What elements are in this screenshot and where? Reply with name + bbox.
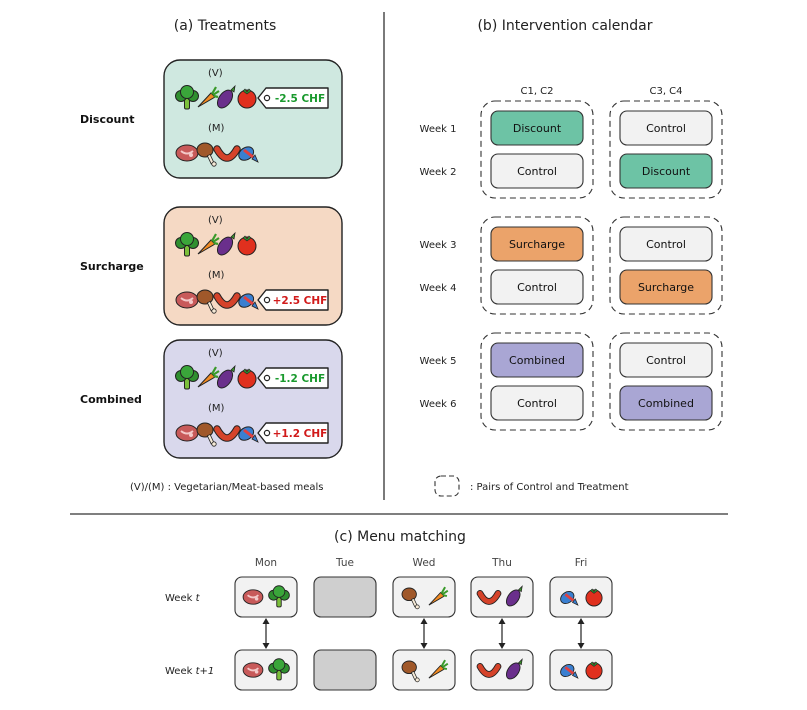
steak-icon: [242, 661, 264, 679]
treatment-combined: Combined (V) (M) -1.2 CHF +1.2 CHF: [80, 339, 343, 459]
calendar-title: (b) Intervention calendar: [477, 18, 652, 34]
treatment-label: Combined: [80, 393, 142, 406]
pair-dashed-frame: [480, 100, 594, 199]
calendar-cell-label: Control: [517, 281, 557, 294]
calendar-cell-label: Discount: [513, 122, 562, 135]
veg-price-tag-text: -1.2 CHF: [275, 373, 325, 385]
calendar-cell-discount: Discount: [490, 110, 584, 146]
menu-cell: [549, 576, 613, 618]
steak-icon: [242, 588, 264, 606]
day-label: Mon: [255, 557, 277, 569]
vm-legend: (V)/(M) : Vegetarian/Meat-based meals: [130, 482, 323, 493]
week-label: Week 4: [420, 283, 457, 294]
steak-icon: [175, 144, 199, 162]
treatment-label: Surcharge: [80, 260, 144, 273]
day-label: Wed: [413, 557, 436, 569]
calendar-cell-combined: Combined: [490, 342, 584, 378]
calendar-cell-control: Control: [490, 385, 584, 421]
calendar-cell-label: Surcharge: [638, 281, 694, 294]
pair-dashed-frame: [480, 332, 594, 431]
week-t-label: Week t: [165, 593, 201, 604]
calendar-cell-control: Control: [619, 110, 713, 146]
menu-cell: [549, 649, 613, 691]
veg-label: (V): [208, 215, 223, 226]
pair-dashed-frame: [609, 216, 723, 315]
veg-label: (V): [208, 348, 223, 359]
week-label: Week 2: [420, 167, 457, 178]
menu-cell-empty: [313, 649, 377, 691]
menu-cell: [392, 576, 456, 618]
treatments-panel: Discount (V) (M) -2.5 CHF Surcharge (V) (M) +2.…: [80, 59, 343, 459]
week-label: Week 3: [420, 240, 457, 251]
calendar-cell-label: Control: [646, 122, 686, 135]
calendar-cell-combined: Combined: [619, 385, 713, 421]
menu-cell-empty: [313, 576, 377, 618]
treatments-title: (a) Treatments: [174, 18, 276, 34]
pair-dashed-frame: [609, 332, 723, 431]
calendar-cell-label: Surcharge: [509, 238, 565, 251]
meat-label: (M): [208, 123, 225, 134]
calendar-cell-control: Control: [490, 269, 584, 305]
treatment-label: Discount: [80, 113, 134, 126]
day-label: Tue: [335, 557, 354, 569]
column-header: C1, C2: [520, 86, 553, 97]
treatment-discount: Discount (V) (M) -2.5 CHF: [80, 59, 343, 179]
menu-cell: [470, 649, 534, 691]
column-header: C3, C4: [649, 86, 682, 97]
calendar-cell-label: Control: [517, 397, 557, 410]
meat-label: (M): [208, 403, 225, 414]
day-label: Fri: [575, 557, 588, 569]
menu-cell: [392, 649, 456, 691]
day-label: Thu: [491, 557, 512, 569]
calendar-cell-discount: Discount: [619, 153, 713, 189]
calendar-cell-label: Discount: [642, 165, 691, 178]
meat-price-tag-text: +1.2 CHF: [273, 428, 328, 440]
pair-dashed-frame: [480, 216, 594, 315]
steak-icon: [175, 424, 199, 442]
calendar-cell-label: Combined: [509, 354, 565, 367]
treatment-surcharge: Surcharge (V) (M) +2.5 CHF: [80, 206, 343, 326]
week-t1-label: Week t+1: [165, 666, 214, 677]
calendar-cell-control: Control: [490, 153, 584, 189]
veg-price-tag: -1.2 CHF: [257, 367, 329, 389]
week-label: Week 1: [420, 124, 457, 135]
meat-price-tag: +2.5 CHF: [257, 289, 329, 311]
meat-price-tag-text: +2.5 CHF: [273, 295, 328, 307]
meat-label: (M): [208, 270, 225, 281]
pair-legend-swatch: [434, 475, 460, 497]
week-label: Week 6: [420, 399, 457, 410]
week-label: Week 5: [420, 356, 457, 367]
steak-icon: [175, 291, 199, 309]
calendar-cell-label: Control: [646, 354, 686, 367]
pair-legend-text: : Pairs of Control and Treatment: [470, 482, 629, 493]
meat-price-tag: +1.2 CHF: [257, 422, 329, 444]
calendar-cell-label: Combined: [638, 397, 694, 410]
veg-label: (V): [208, 68, 223, 79]
menu-cell: [470, 576, 534, 618]
veg-price-tag-text: -2.5 CHF: [275, 93, 325, 105]
calendar-cell-label: Control: [517, 165, 557, 178]
calendar-cell-control: Control: [619, 226, 713, 262]
veg-price-tag: -2.5 CHF: [257, 87, 329, 109]
calendar-cell-surcharge: Surcharge: [490, 226, 584, 262]
calendar-cell-surcharge: Surcharge: [619, 269, 713, 305]
menu-title: (c) Menu matching: [334, 529, 466, 545]
calendar-cell-control: Control: [619, 342, 713, 378]
pair-dashed-frame: [609, 100, 723, 199]
calendar-cell-label: Control: [646, 238, 686, 251]
